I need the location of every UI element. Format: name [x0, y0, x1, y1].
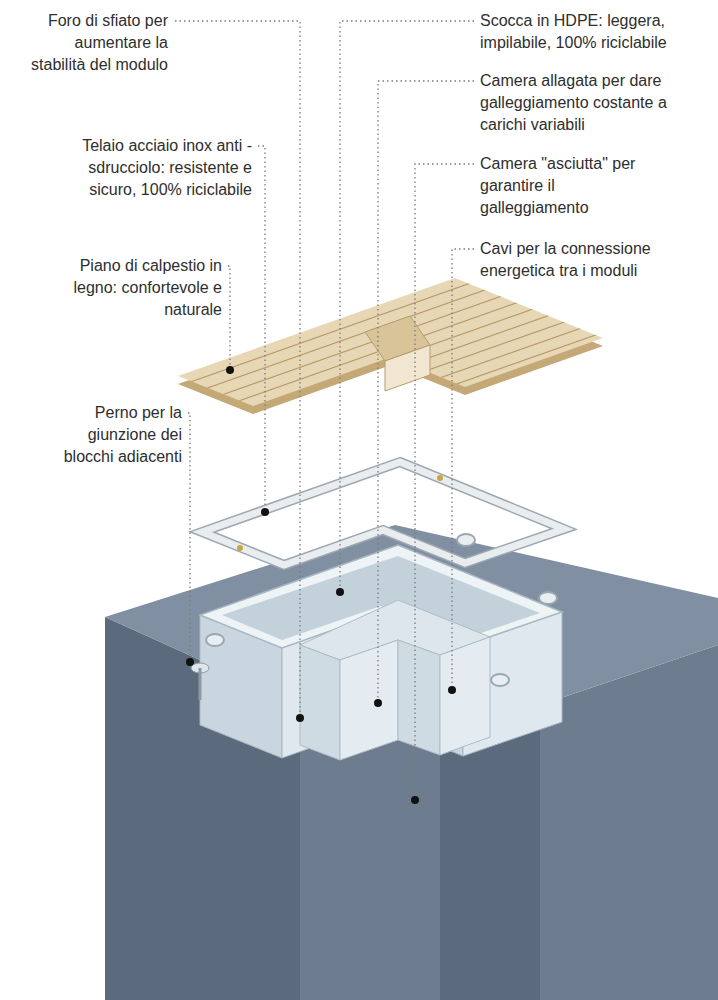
steel-frame	[202, 462, 564, 565]
callout-label: Scocca in HDPE: leggera, impilabile, 100…	[480, 10, 710, 54]
hdpe-shell	[191, 534, 562, 760]
callout-label: Telaio acciaio inox anti - sdrucciolo: r…	[72, 135, 252, 201]
callout-label: Piano di calpestio in legno: confortevol…	[72, 255, 222, 321]
leader-dots	[186, 366, 456, 804]
water-block	[105, 525, 718, 1000]
callout-label: Foro di sfiato per aumentare la stabilit…	[28, 10, 168, 76]
callout-label: Camera allagata per dare galleggiamento …	[480, 70, 710, 136]
callout-label: Cavi per la connessione energetica tra i…	[480, 238, 680, 282]
callout-label: Camera "asciutta" per garantire il galle…	[480, 153, 660, 219]
wooden-deck	[100, 118, 700, 534]
callout-label: Perno per la giunzione dei blocchi adiac…	[42, 402, 182, 468]
